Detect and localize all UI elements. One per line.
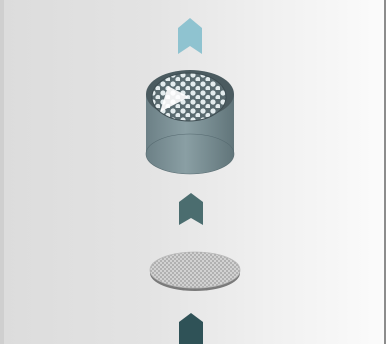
chevron-up-icon [179, 193, 203, 225]
mesh-filter-disc-icon [150, 252, 240, 291]
chevron-up-icon [178, 18, 202, 54]
cylindrical-filter-cartridge-icon [146, 70, 234, 174]
chevron-up-icon [179, 313, 203, 344]
